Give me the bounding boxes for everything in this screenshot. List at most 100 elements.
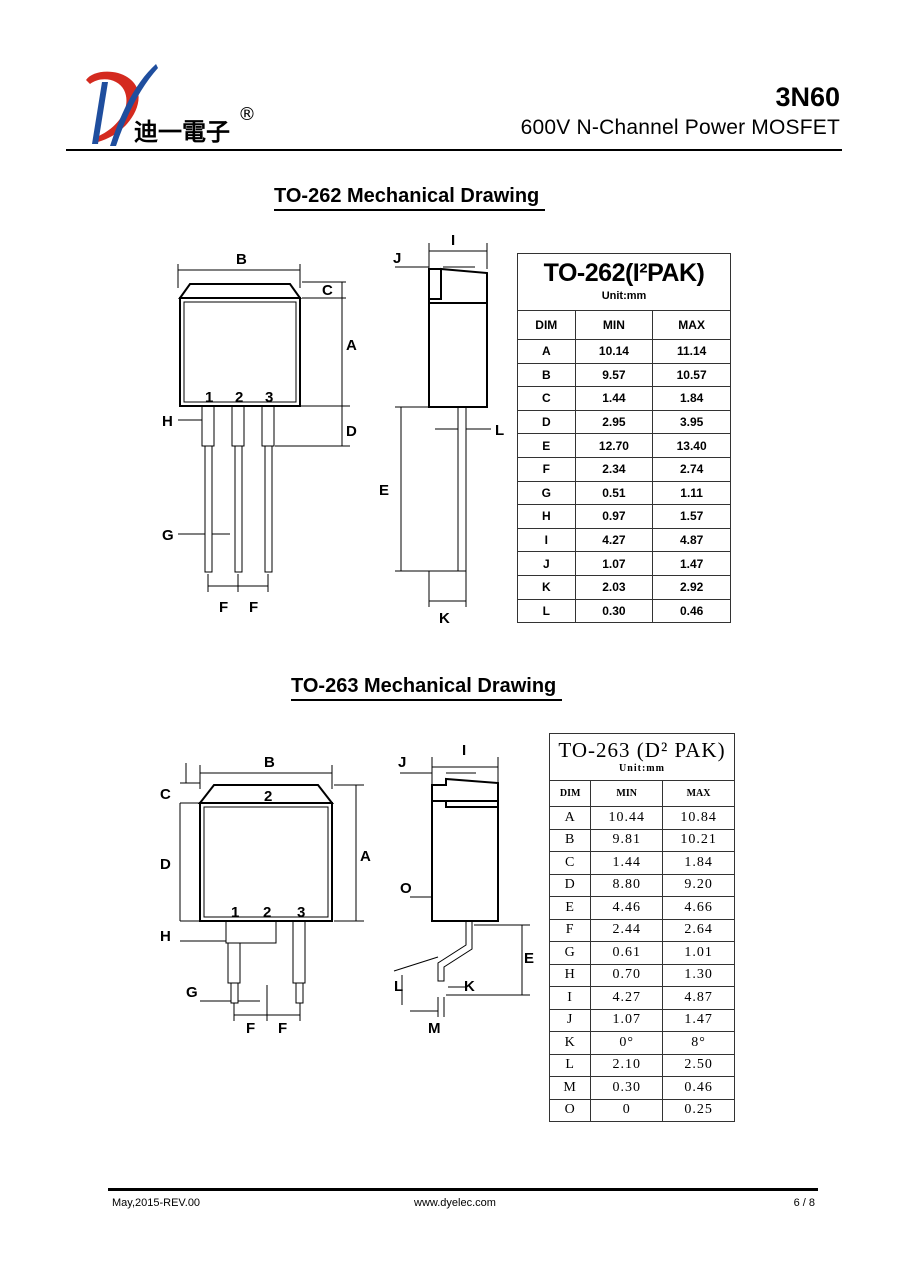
part-description: 600V N-Channel Power MOSFET — [520, 116, 840, 139]
to263-col-min: MIN — [590, 780, 664, 807]
to263-cell-dim: E — [548, 896, 592, 920]
to263-table-unit: Unit:mm — [619, 763, 665, 774]
to262-cell-min: 1.07 — [574, 551, 654, 576]
label-H: H — [160, 928, 171, 945]
label-F-1: F — [246, 1020, 255, 1037]
to262-cell-min: 2.03 — [574, 574, 654, 600]
to262-cell-min: 0.97 — [574, 504, 654, 529]
to263-cell-max: 9.20 — [662, 873, 735, 897]
to263-col-max: MAX — [662, 780, 735, 807]
label-F-2: F — [249, 599, 258, 616]
label-D: D — [346, 423, 357, 440]
label-I: I — [451, 232, 455, 249]
label-O: O — [400, 880, 412, 897]
to262-table-caption: TO-262(I²PAK) Unit:mm — [517, 253, 731, 311]
label-A: A — [360, 848, 371, 865]
to263-cell-dim: D — [548, 873, 592, 897]
to262-cell-min: 0.51 — [574, 480, 654, 506]
to263-cell-dim: C — [548, 851, 592, 875]
to263-cell-max: 1.84 — [662, 851, 735, 875]
to262-cell-max: 13.40 — [652, 433, 731, 458]
to262-cell-min: 12.70 — [574, 433, 654, 458]
to262-cell-min: 0.30 — [574, 598, 654, 624]
to262-cell-max: 10.57 — [652, 362, 731, 388]
pin-3-label: 3 — [265, 389, 273, 406]
to262-cell-dim: D — [517, 409, 576, 435]
logo-d-stem — [92, 82, 108, 144]
to263-cell-min: 1.07 — [590, 1008, 664, 1032]
label-A: A — [346, 337, 357, 354]
to262-cell-max: 4.87 — [652, 527, 731, 553]
label-G: G — [186, 984, 198, 1001]
to262-section-title: TO-262 Mechanical Drawing — [274, 185, 545, 211]
logo-swoosh — [110, 64, 158, 146]
label-J: J — [393, 250, 401, 267]
header-divider — [66, 149, 842, 151]
label-L: L — [495, 422, 504, 439]
to262-table-unit: Unit:mm — [601, 290, 647, 302]
to263-col-dim: DIM — [548, 780, 592, 807]
label-B: B — [264, 754, 275, 771]
to263-cell-min: 0.61 — [590, 941, 664, 965]
pin-3-label: 3 — [297, 904, 305, 921]
to263-cell-dim: O — [548, 1098, 592, 1122]
to263-cell-min: 2.10 — [590, 1053, 664, 1077]
to263-cell-dim: J — [548, 1008, 592, 1032]
to262-cell-max: 0.46 — [652, 598, 731, 624]
footer-revision: May,2015-REV.00 — [112, 1197, 201, 1209]
to263-cell-max: 4.87 — [662, 986, 735, 1010]
tab-label: 2 — [264, 788, 272, 805]
to263-cell-max: 10.84 — [662, 806, 735, 830]
company-logo: 迪一電子 ® — [86, 64, 256, 146]
label-K: K — [464, 978, 475, 995]
label-F-2: F — [278, 1020, 287, 1037]
to263-cell-dim: L — [548, 1053, 592, 1077]
to263-cell-min: 4.27 — [590, 986, 664, 1010]
to263-cell-max: 10.21 — [662, 828, 735, 852]
label-F-1: F — [219, 599, 228, 616]
to263-side-view: I J O E L K M — [393, 742, 534, 1037]
registered-mark: ® — [238, 104, 256, 125]
to263-table-caption: TO-263 (D² PAK) Unit:mm — [549, 733, 735, 781]
to263-cell-max: 1.47 — [662, 1008, 735, 1032]
to263-section-title: TO-263 Mechanical Drawing — [291, 675, 562, 701]
to263-cell-dim: M — [548, 1076, 592, 1100]
label-J: J — [398, 754, 406, 771]
to262-cell-max: 2.74 — [652, 456, 731, 482]
to262-cell-max: 1.84 — [652, 386, 731, 411]
to262-cell-min: 4.27 — [574, 527, 654, 553]
to263-cell-max: 8° — [662, 1031, 735, 1055]
to263-cell-max: 1.01 — [662, 941, 735, 965]
to263-cell-dim: G — [548, 941, 592, 965]
to263-table-title: TO-263 (D² PAK) — [558, 738, 726, 762]
pin-1-label: 1 — [231, 904, 239, 921]
to262-cell-min: 10.14 — [574, 339, 654, 364]
label-G: G — [162, 527, 174, 544]
pin-2-label: 2 — [263, 904, 271, 921]
to262-cell-dim: K — [517, 574, 576, 600]
label-B: B — [236, 251, 247, 268]
to263-cell-max: 2.64 — [662, 918, 735, 942]
to263-cell-max: 4.66 — [662, 896, 735, 920]
to262-cell-max: 3.95 — [652, 409, 731, 435]
to263-cell-max: 0.25 — [662, 1098, 735, 1122]
pin-2-label: 2 — [235, 389, 243, 406]
label-L: L — [394, 978, 403, 995]
